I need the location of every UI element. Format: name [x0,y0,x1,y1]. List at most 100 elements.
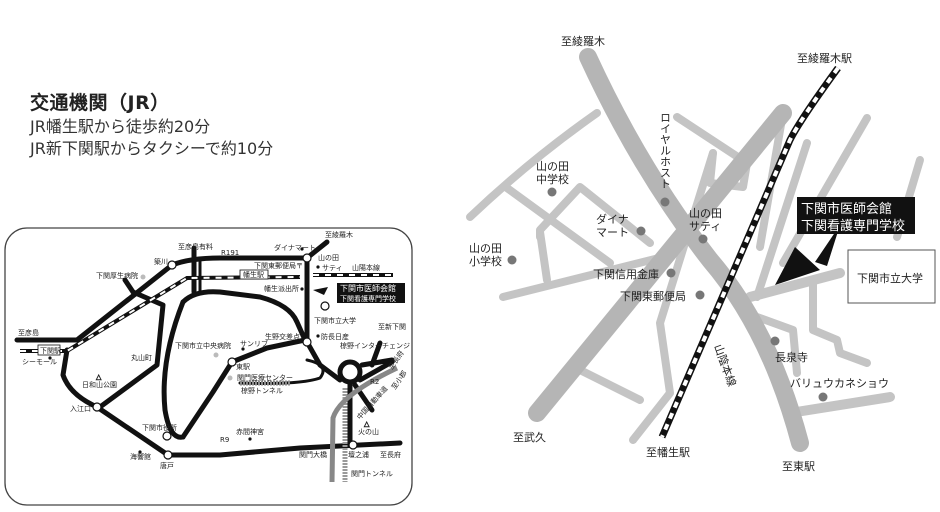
label-satie-2: サティ [689,220,721,233]
label-r191: R191 [221,249,239,257]
label-kanmon-bridge: 関門大橋 [299,450,327,459]
label-to-ayaragi: 至綾羅木 [561,35,605,48]
label-irieguchi: 入江口 [70,405,91,413]
detail-map: 至綾羅木 至綾羅木駅 ロイヤルホスト 山の田 中学校 ダイナ マート 山の田 小… [466,35,936,473]
label-destination-1: 下関市医師会館 [801,201,892,217]
label-satie: サティ [322,264,343,272]
road-east-station [229,337,308,365]
label-kaikyokan: 海響館 [130,452,151,461]
label-overview-dest2: 下関看護専門学校 [340,294,396,303]
label-satie-1: 山の田 [689,207,722,220]
shinkin-dot [666,268,676,278]
road-loop-north [180,289,308,343]
overview-destination-box [337,283,405,303]
label-to-hikoshima: 至彦島 [18,328,39,337]
destination-label-box [797,197,915,234]
label-higashi-station: 東駅 [236,362,250,371]
yamanota-jhs-dot [547,187,557,197]
label-sanin-line: 山陰本線 [711,342,739,388]
label-mukuno-tunnel: 椋野トンネル [241,386,283,395]
main-road-ayaragi-higashi [579,48,809,452]
road-r9 [60,347,403,458]
label-dainamart: ダイナマート [274,243,316,252]
road-loop-west [161,299,186,440]
overview-frame [4,227,413,506]
label-city-office: 下関市役所 [142,423,177,432]
label-higashi-post: 下関東郵便局 [620,290,686,303]
label-hatabu-police: 幡生派出所 [264,284,299,293]
label-maruyamacho: 丸山町 [131,353,152,362]
overview-landmark-dots [48,247,320,454]
higashi-post-dot [695,290,705,300]
overview-roads [14,239,403,458]
overview-destination-arrow-icon [313,287,328,295]
label-shimonoseki-station: 下関駅 [40,347,61,355]
label-koseibyoin: 下関厚生病院 [96,271,138,280]
access-info: 交通機関（JR） JR幡生駅から徒歩約20分 JR新下関駅からタクシーで約10分 [30,88,273,159]
label-yamanota-es-2: 小学校 [469,254,502,268]
expressway-line [329,365,399,483]
shimonoseki-station-box [37,344,61,356]
label-to-ayaragi: 至綾羅木 [325,230,353,239]
access-line-shinshimonoseki: JR新下関駅からタクシーで約10分 [30,139,274,158]
yamanota-es-dot [507,255,517,265]
road-east-south [180,359,235,440]
label-kanmon-tunnel: 関門トンネル [351,470,393,478]
label-hatabu-station: 幡生駅 [243,270,264,279]
label-seamall: シーモール [22,358,57,366]
label-to-higashi-station: 至東駅 [782,460,815,473]
dainamart-dot [636,226,646,236]
label-city-univ: 下関市立大学 [314,316,356,325]
label-yamanota: 山の田 [318,253,339,262]
main-road-takehisa [528,104,792,422]
label-to-ayaragi-station: 至綾羅木駅 [797,52,852,65]
label-to-hikoshima-toll: 至彦島有料 [178,242,213,251]
road-shinshimonoseki [357,340,395,383]
overview-nodes [92,253,358,460]
road-main-vertical [304,255,343,383]
overview-hospital-dots [140,274,233,381]
label-akama-shrine: 赤間神宮 [236,427,264,436]
label-hinoyama: 火の山 [358,427,379,436]
destination-arrow-icon [775,225,840,285]
label-destination-2: 下関看護専門学校 [801,218,905,234]
label-dainamart-2: マート [596,226,629,239]
label-karato: 唐戸 [160,461,174,470]
label-sanyo-line: 山陽本線 [352,263,380,272]
label-bocho-nichinichi: 防長日産 [321,332,349,341]
label-interchange: 椋野インターチェンジ [340,341,410,350]
label-ikuno-crossing: 生野交差点 [265,332,300,341]
label-dainamart-1: ダイナ [596,212,629,226]
label-to-hatabu-station: 至幡生駅 [646,445,690,459]
overview-labels: 至彦島有料 築川 下関厚生病院 至彦島 下関駅 シーモール 丸山町 △ 日和山公… [18,230,410,478]
value-kaneshou-dot [818,392,828,402]
satie-dot [698,234,708,244]
chosenji-dot [770,336,780,346]
hinoyama-triangle-icon: △ [364,420,370,428]
label-royal-host: ロイヤルホスト [659,112,672,189]
label-higashi-post: 下関東郵便局〒 [254,261,303,270]
label-chuo-hospital: 下関市立中央病院 [175,341,231,350]
city-univ-box [847,249,936,304]
label-overview-dest1: 下関市医師会館 [340,283,396,293]
label-shinkin: 下関信用金庫 [593,267,659,281]
label-chosenji: 長泉寺 [775,350,808,364]
access-title: 交通機関（JR） [30,92,170,114]
label-to-shinshimonoseki: 至新下関 [378,322,406,331]
road-maruyama-n [122,277,136,295]
label-dannoura: 壇之浦 [348,450,369,459]
access-line-hatabu: JR幡生駅から徒歩約20分 [30,117,211,136]
label-hiyoriyama: 日和山公園 [82,380,117,389]
detail-landmark-dots [507,187,828,402]
label-sunrib: サンリブ [240,339,268,348]
label-to-takehisa: 至武久 [513,431,546,444]
road-maruyama [97,289,166,410]
hiyoriyama-triangle-icon: △ [96,373,102,381]
label-value-kaneshou: バリュウカネショウ [790,377,889,390]
label-r9: R9 [220,436,229,444]
label-yamanota-jhs-1: 山の田 [536,160,569,173]
label-sakaigawa: 築川 [154,257,168,266]
label-kanmon-medical: 関門医療センター [237,373,293,382]
label-r2: R2 [370,378,379,386]
